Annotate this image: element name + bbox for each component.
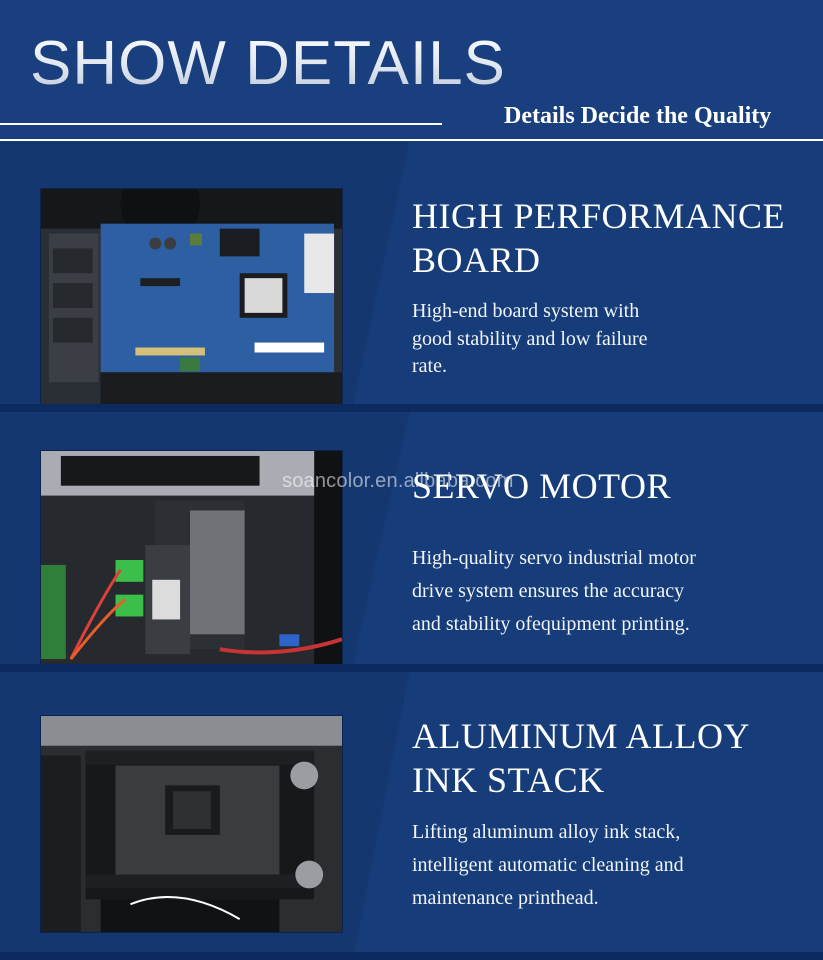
- circuit-board-photo: [40, 188, 343, 406]
- section-title: SERVO MOTOR: [412, 464, 671, 508]
- description-line: good stability and low failure: [412, 327, 648, 350]
- section-shadow: [0, 664, 823, 672]
- header: SHOW DETAILS Details Decide the Quality: [0, 0, 823, 142]
- section-ink-stack: ALUMINUM ALLOY INK STACK Lifting aluminu…: [0, 672, 823, 960]
- section-board: HIGH PERFORMANCE BOARD High-end board sy…: [0, 142, 823, 406]
- description-line: intelligent automatic cleaning and: [412, 854, 684, 876]
- section-title: ALUMINUM ALLOY INK STACK: [412, 714, 750, 802]
- description-line: High-quality servo industrial motor: [412, 547, 696, 569]
- section-shadow: [0, 952, 823, 960]
- section-description: High-end board system with good stabilit…: [412, 298, 648, 381]
- description-line: and stability ofequipment printing.: [412, 613, 690, 635]
- servo-motor-photo: [40, 450, 343, 668]
- description-line: drive system ensures the accuracy: [412, 580, 685, 602]
- section-title-line: SERVO MOTOR: [412, 466, 671, 506]
- description-line: Lifting aluminum alloy ink stack,: [412, 821, 681, 843]
- section-description: High-quality servo industrial motor driv…: [412, 542, 696, 641]
- section-motor: SERVO MOTOR High-quality servo industria…: [0, 412, 823, 668]
- section-title-line: INK STACK: [412, 760, 605, 800]
- section-diagonal-panel: [353, 412, 823, 664]
- section-shadow: [0, 404, 823, 412]
- section-diagonal-panel: [353, 142, 823, 404]
- section-title-line: HIGH PERFORMANCE: [412, 196, 786, 236]
- section-title-line: ALUMINUM ALLOY: [412, 716, 750, 756]
- section-description: Lifting aluminum alloy ink stack, intell…: [412, 816, 684, 915]
- watermark: soancolor.en.alibaba.com: [282, 470, 514, 492]
- tagline: Details Decide the Quality: [504, 103, 772, 129]
- ink-stack-photo: [40, 715, 343, 933]
- page-title: SHOW DETAILS: [30, 29, 506, 98]
- description-line: rate.: [412, 355, 447, 377]
- section-diagonal-panel: [353, 672, 823, 960]
- title-underline: [0, 123, 442, 125]
- section-title: HIGH PERFORMANCE BOARD: [412, 194, 785, 282]
- description-line: maintenance printhead.: [412, 887, 599, 909]
- description-line: High-end board system with: [412, 300, 640, 322]
- header-divider: [0, 139, 823, 141]
- section-title-line: BOARD: [412, 240, 541, 280]
